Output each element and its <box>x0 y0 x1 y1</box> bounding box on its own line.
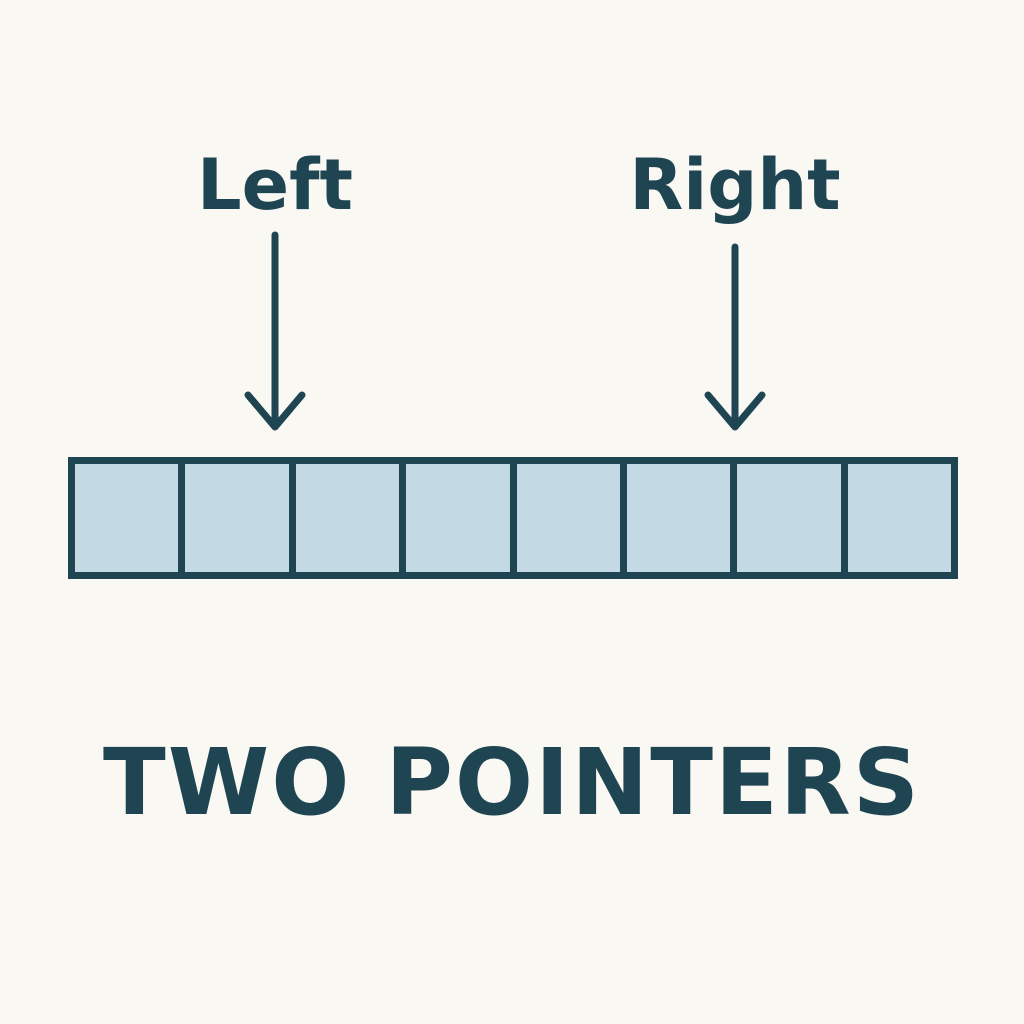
array-cell <box>737 464 841 572</box>
array-cell <box>295 464 400 572</box>
array-cell <box>406 464 510 572</box>
left-pointer-arrow-icon <box>244 231 306 431</box>
right-pointer-arrow-icon <box>704 243 766 431</box>
array-cell <box>185 464 289 572</box>
diagram-title: TWO POINTERS <box>102 729 922 836</box>
array-cell <box>626 464 731 572</box>
array-cell <box>516 464 620 572</box>
array-row <box>68 457 958 579</box>
array-cell <box>75 464 179 572</box>
right-pointer-label: Right <box>629 144 841 226</box>
array-cell <box>847 464 951 572</box>
left-pointer-label: Left <box>197 144 353 226</box>
